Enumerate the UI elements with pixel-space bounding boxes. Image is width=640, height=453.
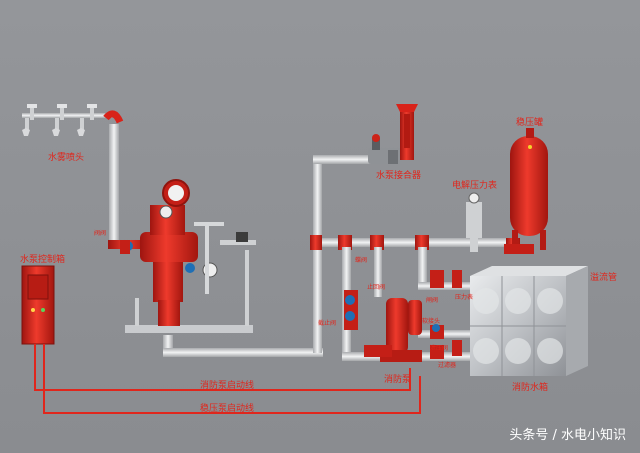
label-small-8: 压力表 [455, 294, 474, 301]
label-pressure-tank: 稳压罐 [516, 118, 544, 128]
label-valve-left: 阀阀 [94, 230, 107, 237]
watermark: 头条号 / 水电小知识 [509, 428, 626, 443]
label-fire-pump-start-line: 消防泵启动线 [200, 381, 255, 391]
valve-handwheel-icon [185, 263, 195, 273]
label-overflow-pipe: 溢流管 [590, 273, 618, 283]
fire-water-tank [470, 266, 588, 376]
label-small-5: 闸阀 [426, 297, 439, 304]
label-pump-control-box: 水泵控制箱 [20, 255, 66, 265]
label-small-7: 过滤器 [438, 362, 457, 369]
label-small-2: 止回阀 [367, 284, 386, 291]
label-small-6: 泄压阀 [430, 345, 449, 352]
label-pump-connector: 水泵接合器 [376, 171, 422, 181]
alarm-valve-station [108, 179, 323, 357]
alarm-bell-gauge-icon [168, 185, 184, 201]
pressure-gauge-icon [159, 205, 173, 219]
label-electric-pressure-gauge: 电解压力表 [452, 181, 498, 191]
label-stabilizer-pump-start-line: 稳压泵启动线 [200, 404, 255, 414]
spray-nozzle-icon [77, 128, 85, 136]
label-small-4: 软接头 [422, 318, 441, 325]
spray-nozzle-icon [52, 128, 60, 136]
label-fire-pump: 消防泵 [384, 375, 412, 385]
label-fire-water-tank: 消防水箱 [512, 383, 549, 393]
pump-control-box [21, 265, 55, 345]
signal-wires [34, 344, 421, 414]
spray-nozzle-icon [22, 128, 30, 136]
spray-head-branch [22, 104, 124, 244]
pump-connector [368, 104, 418, 164]
label-spray-head: 水雾喷头 [48, 153, 85, 163]
label-small-1: 蝶阀 [355, 257, 368, 264]
fire-pumps [344, 270, 462, 362]
pressure-tank [466, 128, 548, 254]
label-small-3: 截止阀 [318, 320, 337, 327]
